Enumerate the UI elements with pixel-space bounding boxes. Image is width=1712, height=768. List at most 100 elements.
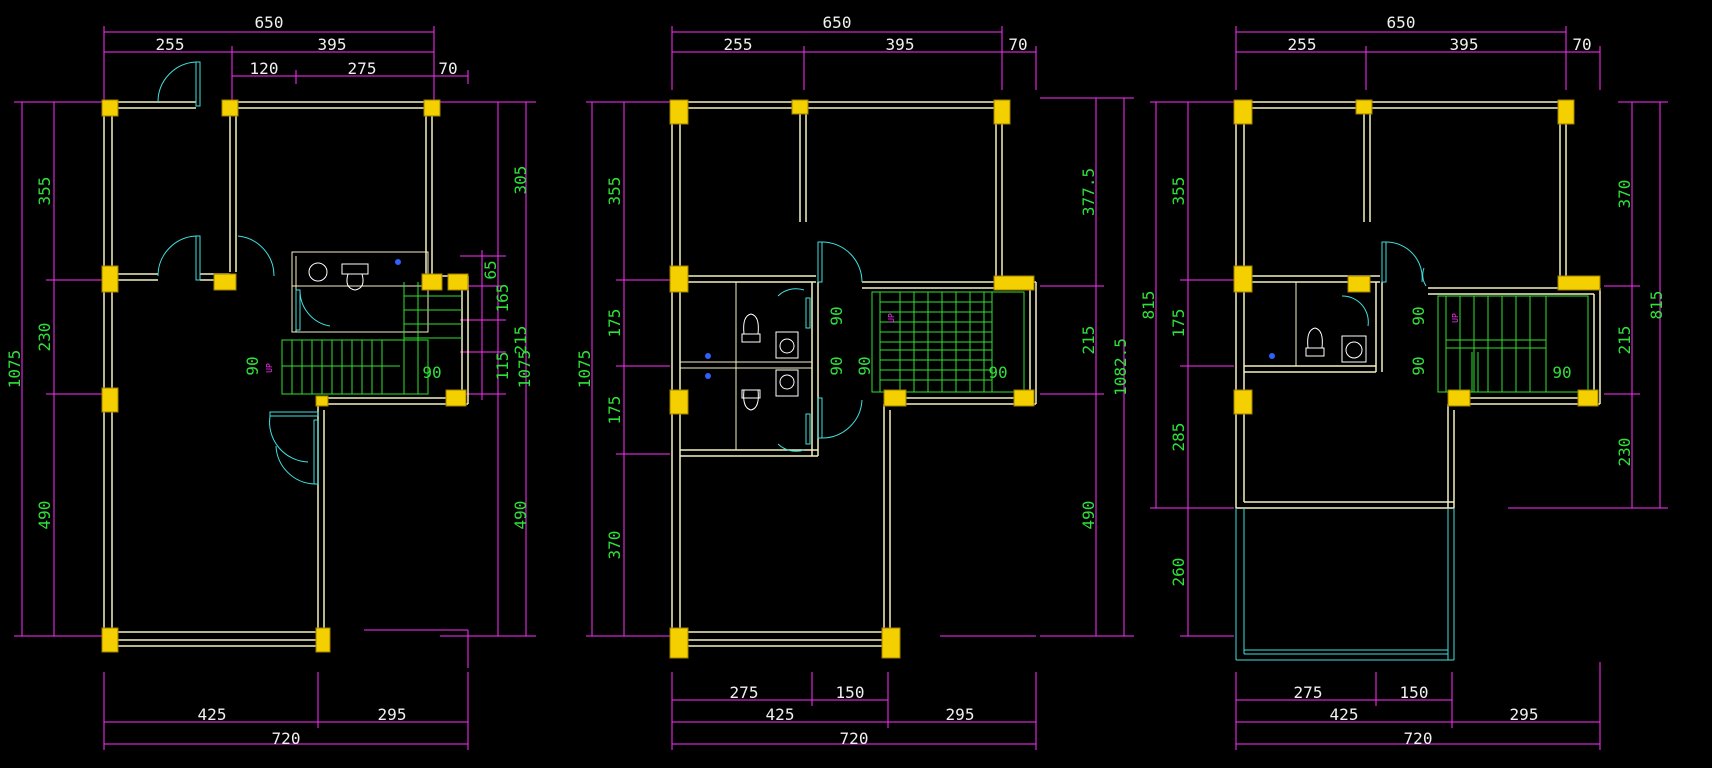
plan-2-left-seg-2: 175 [605,309,624,338]
plan-3-top-seg-2: 395 [1450,35,1479,54]
plan-1-top-seg-1: 255 [156,35,185,54]
plan-2-stair [871,291,1025,393]
plan-3-doors [1341,241,1427,327]
plan-2-inner-dim-1: 90 [827,306,846,325]
plan-3-right-seg-2: 215 [1615,326,1634,355]
plan-2-top-seg-1: 255 [724,35,753,54]
plan-3-stair-label: UP [1451,313,1460,323]
plan-3-top-dimensions [1235,26,1601,90]
plan-2-left-overall: 1075 [575,350,594,389]
plan-1-top-dimensions [103,26,469,100]
plan-2-inner-dim-4: 90 [855,356,874,375]
plan-3-columns [1233,99,1601,415]
plan-2-restrooms [680,282,812,450]
plan-1-bottom-dimensions [103,629,469,750]
plan-1-columns [101,99,469,653]
plan-1-inner-dim-1: 90 [243,356,262,375]
plan-2-left-seg-1: 355 [605,177,624,206]
plan-2-top-seg-3: 70 [1008,35,1027,54]
plan-2-stair-label: UP [887,313,896,323]
plan-2-toilet-icons [741,313,799,411]
plan-2-bottom-sub-1: 275 [730,683,759,702]
plan-1-doors [157,61,331,485]
plan-1-right-seg-2: 65 [481,260,500,279]
plan-1-top-overall: 650 [255,13,284,32]
plan-1-top-sub-2: 275 [348,59,377,78]
plan-2-inner-dim-2: 90 [827,356,846,375]
plan-3-bottom-dimensions [1235,662,1601,750]
plan-3-inner-dim-3: 90 [1552,363,1571,382]
plan-3-inner-dim-2: 90 [1409,356,1428,375]
floor-plan-3: 650 255 395 70 815 355 175 285 260 815 3… [1139,13,1668,750]
plan-2-left-seg-3: 175 [605,396,624,425]
plan-2-top-overall: 650 [823,13,852,32]
plan-3-top-seg-1: 255 [1288,35,1317,54]
floor-plan-1: 650 255 395 120 275 70 1075 355 230 490 [5,13,536,750]
plan-1-right-seg-3: 165 [493,284,512,313]
plan-1-top-sub-1: 120 [250,59,279,78]
plan-3-bottom-sub-1: 275 [1294,683,1323,702]
plan-2-drain-icons [705,353,711,379]
plan-2-bottom-sub-2: 150 [836,683,865,702]
plan-1-bottom-seg-1: 425 [198,705,227,724]
plan-3-left-seg-1: 355 [1169,177,1188,206]
plan-2-walls [671,101,1037,647]
plan-2-doors [777,241,863,452]
plan-2-bottom-overall: 720 [840,729,869,748]
plan-1-right-seg-5: 115 [493,352,512,381]
plan-1-left-seg-2: 230 [35,323,54,352]
plan-3-top-overall: 650 [1387,13,1416,32]
plan-1-right-seg-4: 215 [511,326,530,355]
plan-2-right-seg-2: 215 [1079,326,1098,355]
plan-2-top-seg-2: 395 [886,35,915,54]
plan-2-left-seg-4: 370 [605,531,624,560]
plan-2-right-seg-3: 490 [1079,501,1098,530]
plan-3-top-seg-3: 70 [1572,35,1591,54]
plan-3-walls [1235,101,1601,509]
plan-1-left-seg-1: 355 [35,177,54,206]
plan-3-bottom-overall: 720 [1404,729,1433,748]
plan-3-toilet-icons [1305,327,1367,363]
plan-1-bottom-overall: 720 [272,729,301,748]
plan-1-top-sub-3: 70 [438,59,457,78]
plan-2-right-overall: 1082.5 [1111,338,1130,396]
plan-1-bottom-seg-2: 295 [378,705,407,724]
plan-3-left-seg-3: 285 [1169,423,1188,452]
plan-1-left-dimensions [14,101,104,637]
plan-2-right-dimensions [1040,97,1134,637]
plan-3-left-overall: 815 [1139,291,1158,320]
plan-3-right-dimensions [1508,101,1668,509]
plan-3-drain-icon [1269,353,1275,359]
plan-3-stair [1437,295,1589,393]
plan-3-balcony [1235,508,1455,661]
plan-3-bottom-seg-2: 295 [1510,705,1539,724]
plan-3-inner-dim-1: 90 [1409,306,1428,325]
plan-1-stair [281,282,462,395]
plan-2-bottom-seg-2: 295 [946,705,975,724]
plan-1-left-overall: 1075 [5,350,24,389]
plan-3-right-overall: 815 [1647,291,1666,320]
plan-1-left-seg-3: 490 [35,501,54,530]
plan-1-drain-icon [395,259,401,265]
plan-1-toilet-icon [308,262,369,291]
plan-2-top-dimensions [671,26,1037,90]
plan-3-bottom-sub-2: 150 [1400,683,1429,702]
plan-3-left-seg-4: 260 [1169,558,1188,587]
plan-3-bottom-seg-1: 425 [1330,705,1359,724]
plan-3-right-seg-3: 230 [1615,438,1634,467]
plan-3-left-seg-2: 175 [1169,309,1188,338]
plan-3-left-dimensions [1150,101,1234,637]
plan-2-bottom-dimensions [671,635,1037,750]
plan-2-inner-dim-3: 90 [988,363,1007,382]
plan-2-right-seg-1: 377.5 [1079,168,1098,216]
plan-2-bottom-seg-1: 425 [766,705,795,724]
plan-2-columns [669,99,1035,659]
plan-1-right-overall: 1075 [515,350,534,389]
plan-1-top-seg-2: 395 [318,35,347,54]
plan-1-walls [103,101,469,647]
plan-1-right-seg-6: 490 [511,501,530,530]
floor-plan-2: 650 255 395 70 1075 355 175 175 370 1082… [575,13,1134,750]
